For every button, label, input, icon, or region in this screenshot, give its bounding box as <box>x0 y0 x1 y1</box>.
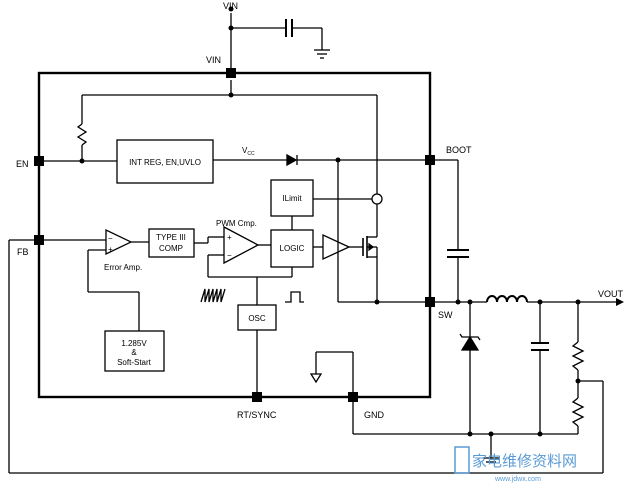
vin-top-label: VIN <box>223 1 238 11</box>
vcc-label: VCC <box>242 146 255 157</box>
pwm-comparator <box>223 225 260 265</box>
reference-softstart-block <box>104 330 165 372</box>
catch-diode <box>460 335 480 351</box>
pwm-plus-sign: + <box>227 233 232 242</box>
pwm-cmp-label: PWM Cmp. <box>216 219 257 228</box>
vout-arrow <box>616 298 624 306</box>
watermark-url: www.jdwx.com <box>494 476 541 483</box>
ea-minus-sign: − <box>108 234 113 243</box>
error-amp-label: Error Amp. <box>104 263 142 272</box>
clock-pulse-waveform <box>285 291 304 303</box>
osc-label: OSC <box>248 314 266 323</box>
pin-vin <box>226 68 236 78</box>
watermark: 家电维修资料网 www.jdwx.com <box>454 446 577 483</box>
pin-rt-sync <box>252 392 262 402</box>
current-sense-circle <box>371 193 383 205</box>
boot-diode <box>286 153 298 167</box>
junction-dots <box>79 6 581 437</box>
pin-fb <box>34 235 44 245</box>
gnd-pin-label: GND <box>364 410 385 420</box>
gate-driver <box>322 233 351 261</box>
error-amplifier <box>105 228 133 256</box>
feedback-resistor-top <box>571 341 585 371</box>
type3-label-line2: COMP <box>159 244 183 253</box>
watermark-text: 家电维修资料网 <box>472 452 577 470</box>
feedback-resistor-bottom <box>571 397 585 427</box>
ilimit-label: ILimit <box>282 194 302 203</box>
pwm-minus-sign: − <box>227 251 232 260</box>
ea-plus-sign: + <box>108 245 113 254</box>
rt-sync-pin-label: RT/SYNC <box>237 410 277 420</box>
int-reg-block <box>116 139 214 184</box>
vout-label: VOUT <box>598 289 624 299</box>
vin-pin-label: VIN <box>206 55 221 65</box>
enable-pullup-resistor <box>76 123 88 146</box>
boot-pin-label: BOOT <box>446 145 472 155</box>
ref-label-line1: 1.285V <box>121 339 147 348</box>
pin-gnd <box>348 392 358 402</box>
ramp-waveform <box>200 288 226 303</box>
pin-sw <box>425 297 435 307</box>
pin-boot <box>425 155 435 165</box>
sw-pin-label: SW <box>438 310 453 320</box>
ref-label-line2: & <box>131 348 137 357</box>
logic-label: LOGIC <box>280 244 305 253</box>
fb-pin-label: FB <box>17 247 29 257</box>
pin-en <box>34 156 44 166</box>
watermark-logo-icon <box>454 446 470 474</box>
en-pin-label: EN <box>16 159 29 169</box>
type3-label-line1: TYPE III <box>156 233 186 242</box>
ref-label-line3: Soft-Start <box>117 358 152 367</box>
ic-package-outline <box>37 71 432 399</box>
output-inductor <box>486 295 528 303</box>
internal-ground-symbol <box>309 373 323 384</box>
int-reg-label: INT REG, EN,UVLO <box>129 158 201 167</box>
